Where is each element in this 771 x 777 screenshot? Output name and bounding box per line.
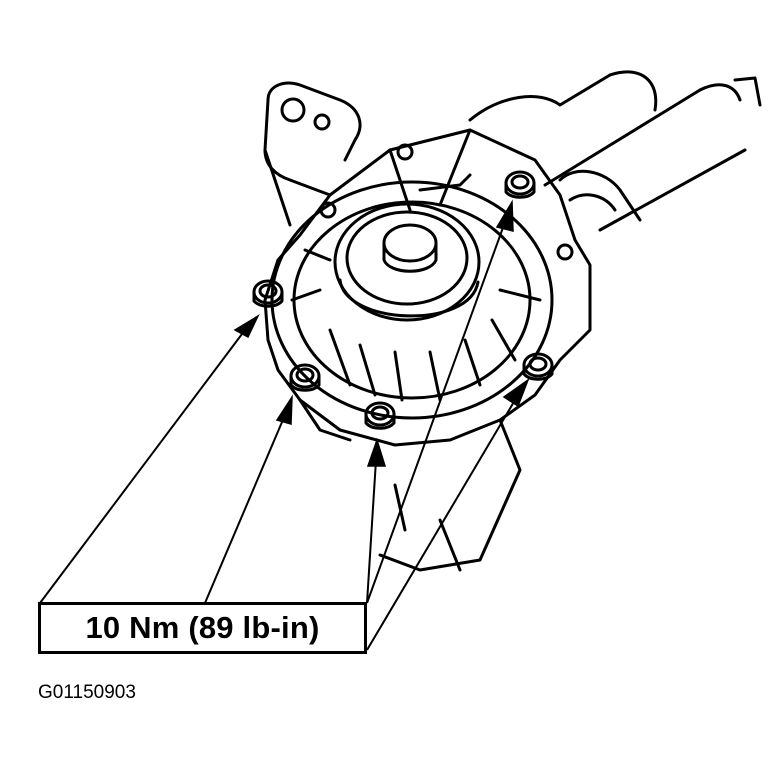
pump-flange	[270, 180, 554, 420]
pump-body	[263, 128, 592, 572]
arrowhead-right	[502, 377, 530, 408]
bolt-top-right	[504, 170, 536, 199]
arrowhead-lower-left	[275, 394, 293, 425]
coolant-hose	[468, 70, 762, 232]
pump-hub	[333, 202, 481, 322]
bolt-bottom	[364, 401, 396, 430]
mounting-bracket	[263, 81, 362, 227]
torque-spec-label: 10 Nm (89 lb-in)	[85, 610, 320, 645]
arrowhead-top-right	[495, 199, 514, 232]
bolt-left	[252, 279, 284, 308]
bolt-lower-left	[289, 363, 321, 392]
arrowhead-bottom	[366, 437, 387, 467]
leader-lines	[39, 221, 519, 651]
leader-arrowheads	[233, 199, 530, 467]
bolt-right	[522, 352, 554, 381]
torque-callout-box: 10 Nm (89 lb-in)	[38, 602, 367, 654]
arrowhead-left	[233, 314, 260, 339]
figure-id-label: G01150903	[38, 682, 136, 703]
